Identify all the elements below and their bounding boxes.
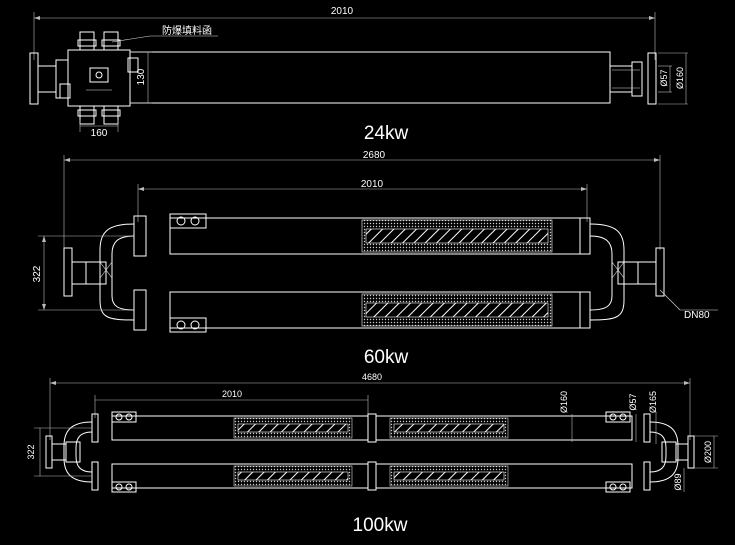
length-label-60kw: 2010 [361, 179, 384, 190]
terminal-block-lower [169, 317, 207, 333]
power-label-100kw: 100kw [353, 515, 408, 536]
cable-gland-top-left [79, 31, 95, 51]
left-u-bend-100kw [63, 421, 93, 483]
overall-label-60kw: 2680 [363, 150, 386, 161]
power-label-24kw: 24kw [364, 123, 409, 144]
length-label: 2010 [331, 6, 354, 17]
box-label: 防爆填料函 [162, 24, 212, 37]
dia-160-label-100kw: Ø160 [559, 391, 569, 413]
overall-label-100kw: 4680 [362, 372, 382, 382]
dia-165-label-100kw: Ø165 [648, 391, 658, 413]
dia-160-label: Ø160 [675, 67, 685, 89]
middle-coupling-lower [367, 461, 377, 491]
right-flange-60kw [655, 247, 665, 297]
right-u-bend [589, 223, 625, 321]
cable-gland-bottom-right [103, 105, 119, 125]
cable-gland-bottom-left [79, 105, 95, 125]
right-u-bend-100kw [649, 421, 679, 483]
heater-tube-24kw [129, 51, 611, 104]
diagram-60kw: 2680 2010 [32, 150, 718, 368]
right-flange [647, 52, 657, 105]
diagram-24kw: 2010 防爆填料函 [29, 6, 688, 144]
dia-57-label: Ø57 [659, 69, 669, 86]
box-width-label: 160 [91, 128, 108, 139]
spacing-label-100kw: 322 [26, 444, 36, 459]
middle-coupling-upper [367, 413, 377, 443]
upper-right-tube-100kw [375, 415, 633, 441]
cable-gland-top-right [103, 31, 119, 51]
box-height-label: 130 [136, 68, 147, 85]
left-u-bend [99, 223, 135, 321]
spacing-label-60kw: 322 [32, 265, 43, 282]
nozzle-label: DN80 [684, 310, 710, 321]
left-flange-60kw [63, 247, 73, 297]
length-label-100kw: 2010 [222, 389, 242, 399]
dia-89-label-100kw: Ø89 [673, 473, 683, 490]
dia-57-label-100kw: Ø57 [628, 393, 638, 410]
left-flange [29, 52, 39, 105]
dia-200-label-100kw: Ø200 [703, 441, 713, 463]
diagram-100kw: 4680 2010 [26, 372, 718, 536]
right-flange-100kw [687, 435, 695, 469]
terminal-block-upper [169, 213, 207, 229]
lower-right-tube-100kw [375, 463, 633, 489]
nameplate [89, 67, 109, 83]
power-label-60kw: 60kw [364, 347, 409, 368]
left-flange-100kw [45, 435, 53, 469]
